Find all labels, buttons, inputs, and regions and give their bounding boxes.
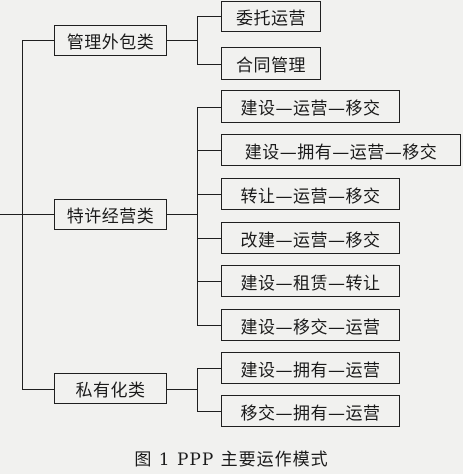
mode-node: 委托运营 (221, 1, 321, 32)
mode-node: 建设—拥有—运营 (221, 352, 400, 384)
cat1-branch (197, 16, 221, 18)
mode-node: 建设—运营—移交 (221, 90, 400, 123)
cat2-branch (197, 281, 221, 283)
cat2-branch (197, 107, 221, 109)
cat1-out (167, 40, 197, 42)
mode-node: 转让—运营—移交 (221, 178, 400, 210)
category-node: 私有化类 (54, 373, 167, 404)
mode-node: 合同管理 (221, 47, 321, 80)
mode-node: 建设—拥有—运营—移交 (221, 134, 461, 166)
cat1-branch (197, 64, 221, 66)
category-node: 管理外包类 (54, 25, 167, 56)
cat3-spine (197, 368, 199, 411)
cat3-branch (197, 411, 221, 413)
cat2-connector (22, 214, 54, 216)
root-connector (0, 214, 22, 216)
cat1-spine (197, 16, 199, 64)
cat2-out (167, 214, 197, 216)
cat3-connector (22, 389, 54, 391)
cat2-branch (197, 150, 221, 152)
cat2-branch (197, 325, 221, 327)
cat2-spine (197, 107, 199, 325)
figure-caption: 图 1 PPP 主要运作模式 (134, 450, 329, 470)
cat2-branch (197, 238, 221, 240)
mode-node: 移交—拥有—运营 (221, 395, 400, 427)
category-node: 特许经营类 (54, 199, 167, 230)
cat1-connector (22, 40, 54, 42)
cat3-out (167, 389, 197, 391)
cat3-branch (197, 368, 221, 370)
mode-node: 建设—租赁—转让 (221, 265, 400, 297)
cat2-branch (197, 194, 221, 196)
mode-node: 改建—运营—移交 (221, 222, 400, 254)
mode-node: 建设—移交—运营 (221, 309, 400, 341)
